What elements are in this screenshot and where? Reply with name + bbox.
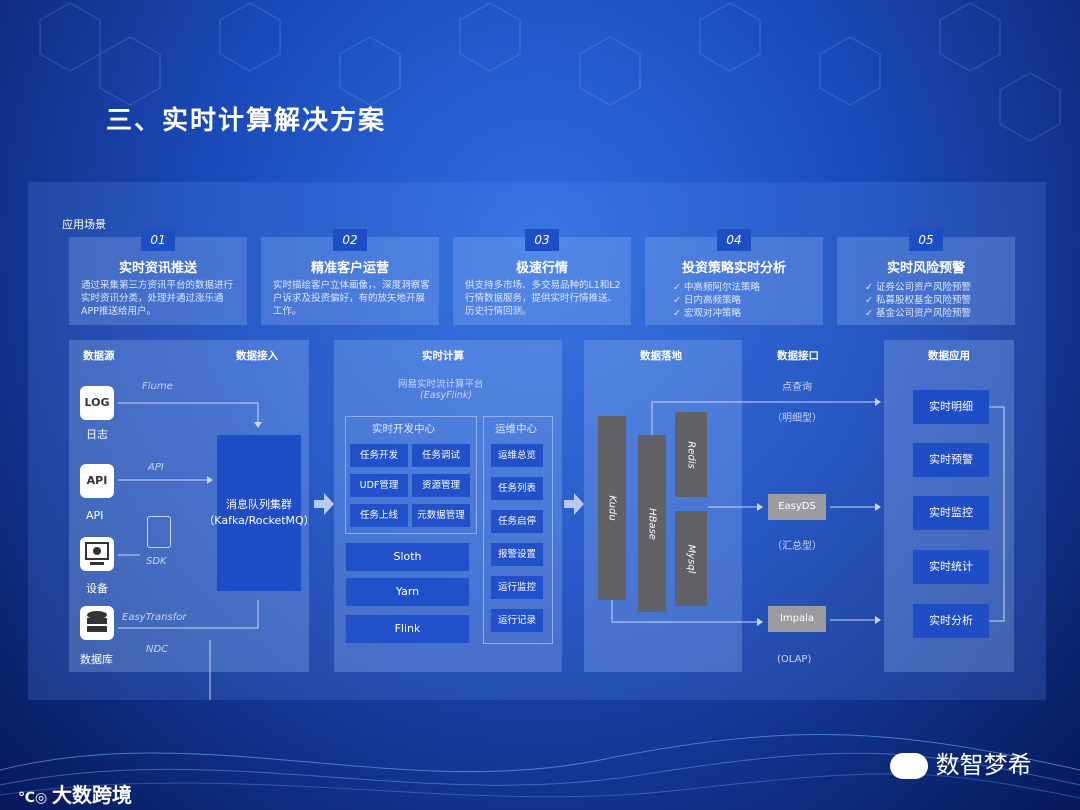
arrow-easytransfor [118,600,258,628]
flow-arrow-icon [564,493,584,515]
arrowhead [207,476,213,484]
arrowhead [757,503,763,511]
wechat-icon [890,753,928,779]
apps-bracket [989,407,1004,621]
arrowhead [875,398,881,406]
kudu-to-impala [612,600,760,622]
arrow-flume [118,403,258,425]
arrowhead [757,618,763,626]
hbase-to-point [652,402,878,435]
flow-arrow-icon [314,493,334,515]
arrowhead [254,422,262,428]
arrowhead [875,616,881,624]
logo-icon: ℃◎ [18,790,52,806]
arrowhead [875,503,881,511]
watermark-left: ℃◎ 大数跨境 [18,779,132,808]
watermark-right: 数智梦希 [890,745,1032,780]
